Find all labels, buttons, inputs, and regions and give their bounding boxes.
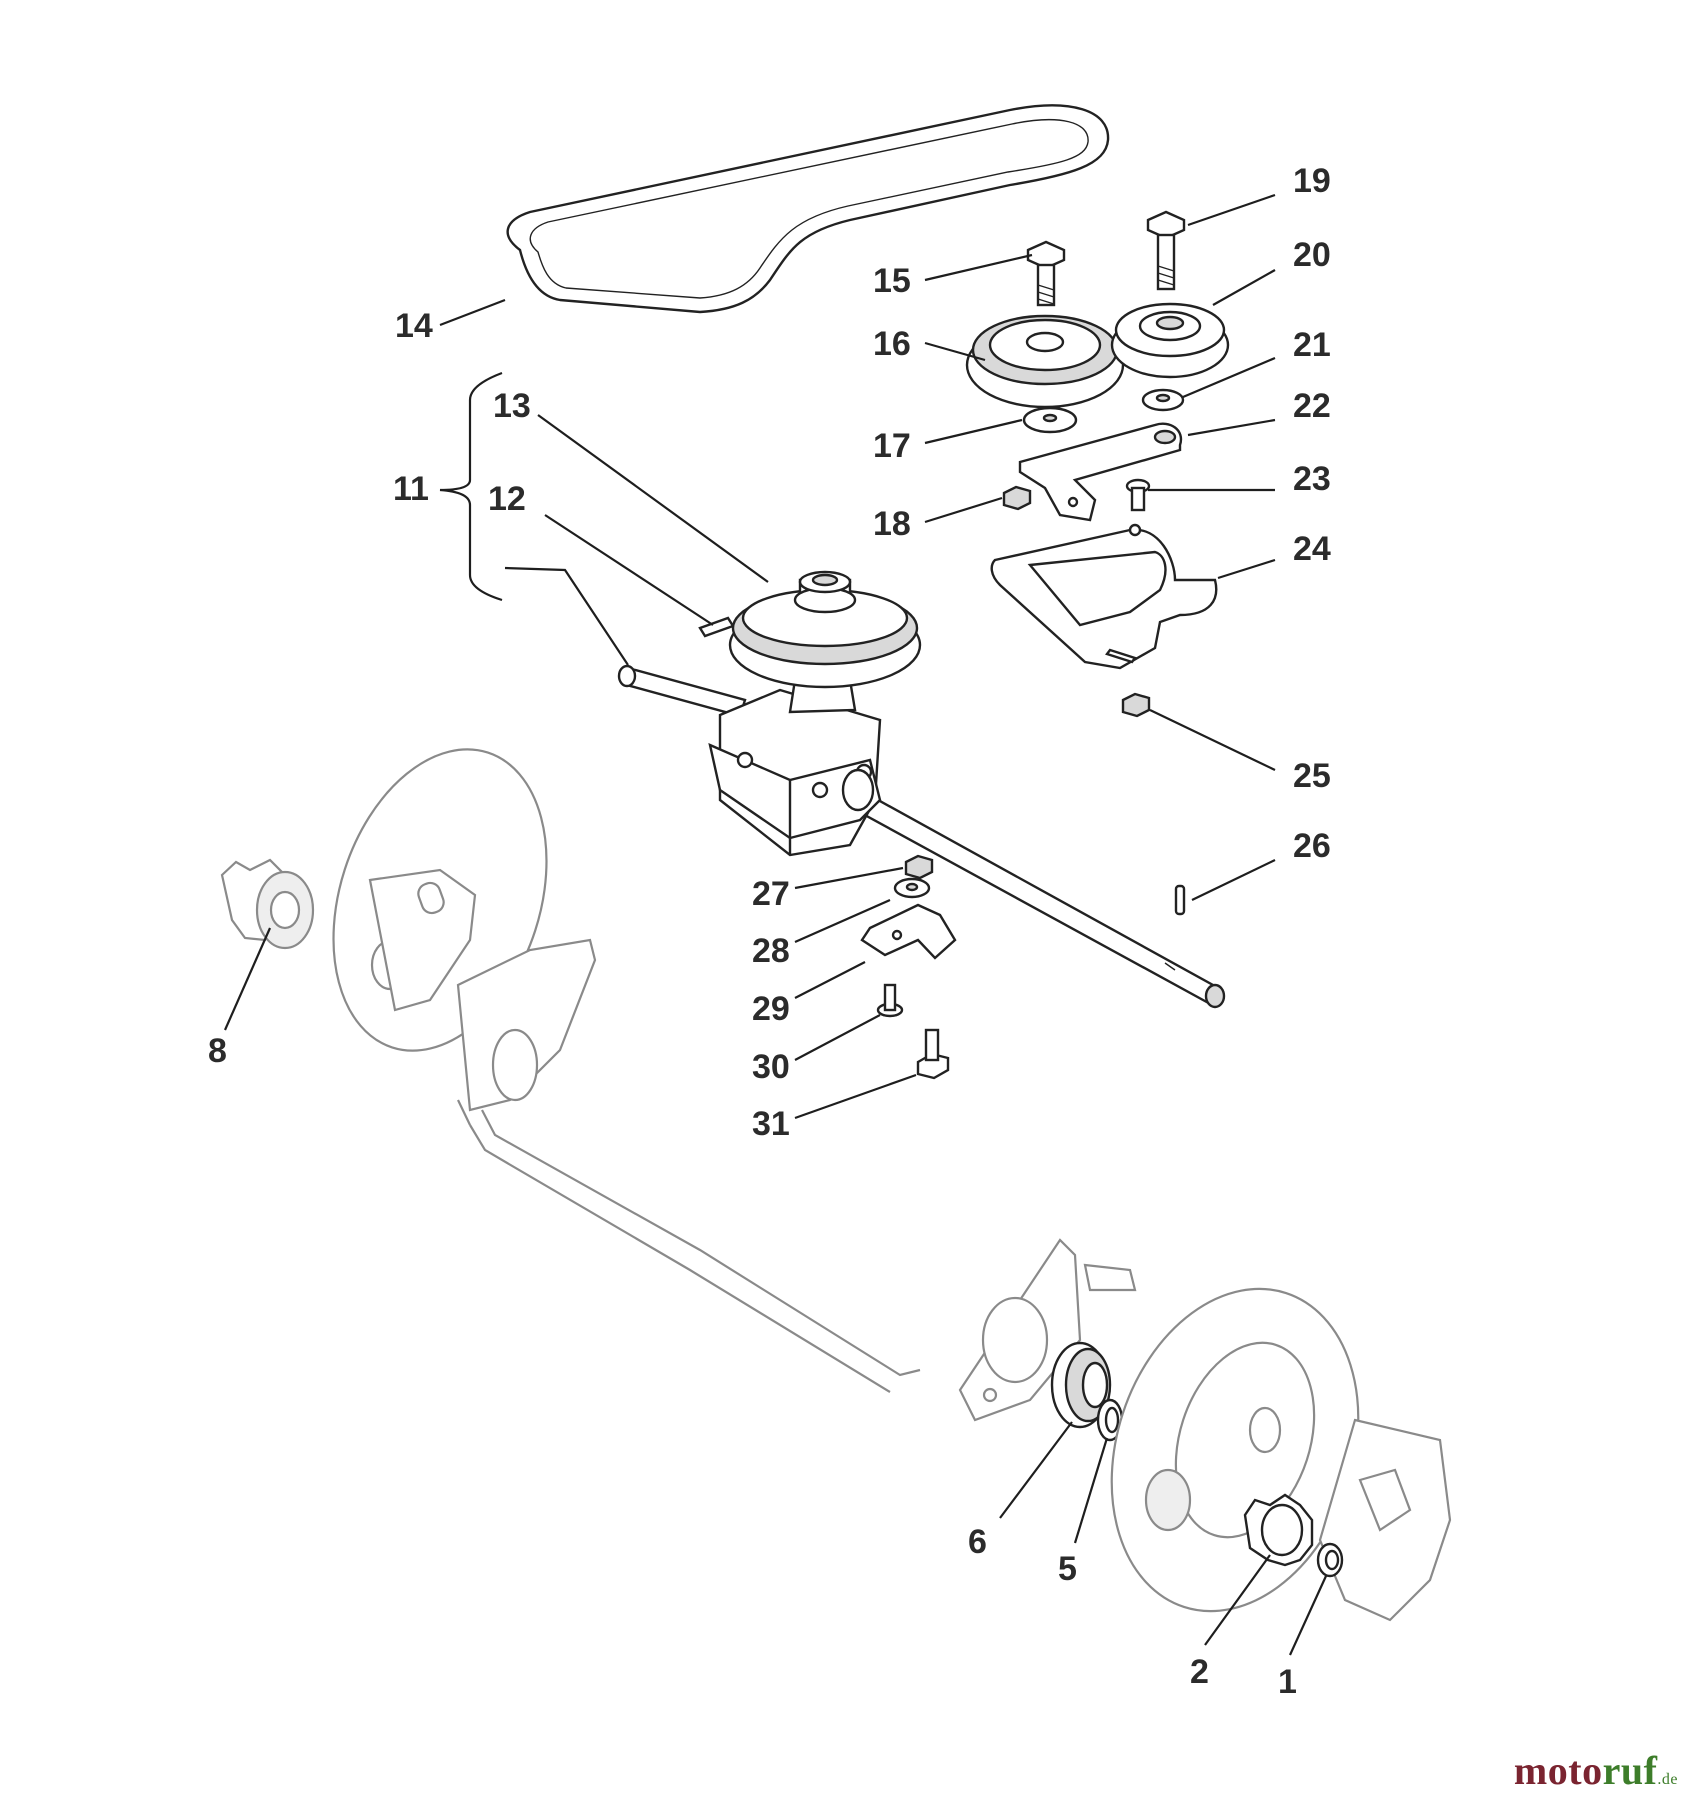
leader-lines — [223, 193, 1328, 1656]
bearing-6 — [1050, 1341, 1112, 1429]
drive-pinion-8 — [220, 858, 315, 950]
callout-21: 21 — [1293, 326, 1331, 364]
callout-labels: 14 13 11 12 15 16 17 18 19 20 21 22 23 2… — [208, 162, 1331, 1701]
screw-23 — [1125, 478, 1151, 512]
cable-clip-29 — [860, 903, 957, 960]
washer-28 — [893, 877, 931, 899]
callout-31: 31 — [752, 1105, 790, 1143]
motoruf-watermark: motoruf.de — [1514, 1747, 1678, 1794]
bracket-11 — [439, 371, 503, 602]
bolt-19 — [1146, 210, 1186, 291]
callout-20: 20 — [1293, 236, 1331, 274]
pinion-gear-2 — [1243, 1493, 1314, 1567]
watermark-part-b: ruf — [1602, 1748, 1658, 1793]
retaining-ring-1 — [1316, 1542, 1344, 1578]
right-wheel-housing — [1110, 1287, 1452, 1622]
callout-30: 30 — [752, 1048, 790, 1086]
callout-15: 15 — [873, 262, 911, 300]
gearbox-assembly-11 — [617, 570, 1226, 1009]
watermark-part-a: moto — [1513, 1748, 1603, 1793]
callout-8: 8 — [208, 1032, 227, 1070]
bolt-31 — [916, 1028, 950, 1080]
drive-belt — [506, 104, 1110, 314]
idler-pulley-20 — [1110, 302, 1230, 379]
watermark-tld: .de — [1657, 1771, 1678, 1788]
callout-11: 11 — [393, 470, 429, 508]
screw-30 — [876, 983, 904, 1018]
height-adjust-frame — [456, 938, 1137, 1422]
callout-1: 1 — [1278, 1663, 1297, 1701]
nut-18 — [1002, 485, 1032, 511]
callout-29: 29 — [752, 990, 790, 1028]
idler-bracket-22 — [1018, 422, 1183, 522]
pin-26 — [1174, 884, 1186, 916]
callout-6: 6 — [968, 1523, 987, 1561]
nut-27 — [904, 854, 934, 880]
nut-25 — [1121, 692, 1151, 718]
callout-19: 19 — [1293, 162, 1331, 200]
callout-13: 13 — [493, 387, 531, 425]
callout-5: 5 — [1058, 1550, 1077, 1588]
callout-18: 18 — [873, 505, 911, 543]
mounting-plate-24 — [990, 523, 1218, 670]
callout-12: 12 — [488, 480, 526, 518]
callout-14: 14 — [395, 307, 433, 345]
bolt-15 — [1026, 240, 1066, 307]
callout-23: 23 — [1293, 460, 1331, 498]
callout-22: 22 — [1293, 387, 1331, 425]
callout-2: 2 — [1190, 1653, 1209, 1691]
callout-25: 25 — [1293, 757, 1331, 795]
callout-26: 26 — [1293, 827, 1331, 865]
callout-16: 16 — [873, 325, 911, 363]
callout-24: 24 — [1293, 530, 1331, 568]
callout-28: 28 — [752, 932, 790, 970]
callout-27: 27 — [752, 875, 790, 913]
idler-pulley-16 — [965, 314, 1125, 409]
callout-17: 17 — [873, 427, 911, 465]
retaining-ring-5 — [1096, 1398, 1124, 1442]
